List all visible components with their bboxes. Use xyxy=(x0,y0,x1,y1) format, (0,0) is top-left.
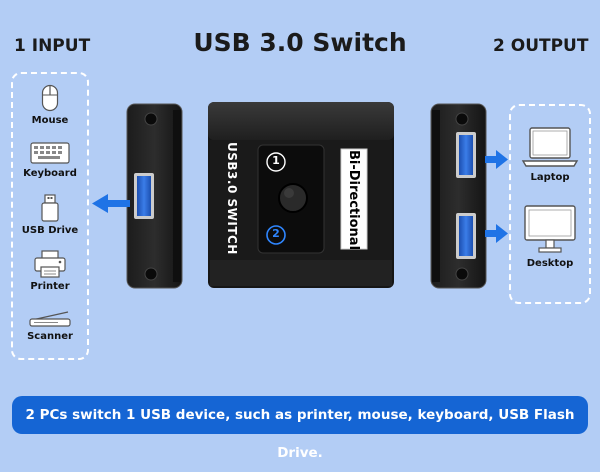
input-device-keyboard: Keyboard xyxy=(13,141,87,179)
input-device-label: USB Drive xyxy=(21,225,79,236)
output-device-label: Laptop xyxy=(530,172,570,183)
usb-drive-icon xyxy=(41,194,59,222)
laptop-icon xyxy=(521,127,579,167)
input-device-label: Mouse xyxy=(31,115,69,126)
mouse-icon xyxy=(41,84,59,112)
input-device-printer: Printer xyxy=(13,250,87,292)
switch-right-side xyxy=(430,103,487,289)
switch-left-side xyxy=(126,103,183,289)
keyboard-icon xyxy=(30,142,70,164)
input-device-usb-drive: USB Drive xyxy=(13,194,87,236)
output-arrow-1 xyxy=(485,150,508,169)
page-title: USB 3.0 Switch xyxy=(193,28,407,57)
description-banner: 2 PCs switch 1 USB device, such as print… xyxy=(12,396,588,461)
input-device-label: Scanner xyxy=(27,331,73,342)
desktop-icon xyxy=(524,205,576,253)
usb-switch-illustration xyxy=(92,102,508,289)
switch-label: USB3.0 SWITCH xyxy=(225,142,239,255)
output-heading: 2 OUTPUT xyxy=(493,36,589,56)
output-device-desktop: Desktop xyxy=(511,204,589,269)
input-device-mouse: Mouse xyxy=(13,84,87,126)
input-device-label: Keyboard xyxy=(23,168,77,179)
bi-directional-badge xyxy=(340,148,368,250)
port-2-number: 2 xyxy=(272,227,280,240)
port-1-number: 1 xyxy=(272,154,280,167)
output-devices-panel: Laptop Desktop xyxy=(509,104,591,304)
output-device-laptop: Laptop xyxy=(511,126,589,183)
port-2-indicator xyxy=(266,225,286,245)
bi-directional-text: Bi-Directional xyxy=(346,150,361,251)
printer-icon xyxy=(34,250,66,278)
input-heading: 1 INPUT xyxy=(14,36,91,56)
input-devices-panel: Mouse Keyboard USB Drive Printer xyxy=(11,72,89,360)
switch-body xyxy=(208,102,394,288)
scanner-icon xyxy=(29,311,71,327)
output-device-label: Desktop xyxy=(526,258,574,269)
port-1-indicator xyxy=(266,152,286,172)
input-device-scanner: Scanner xyxy=(13,306,87,342)
switch-button xyxy=(278,183,308,213)
input-arrow xyxy=(92,194,130,213)
output-arrow-2 xyxy=(485,224,508,243)
input-device-label: Printer xyxy=(30,281,70,292)
